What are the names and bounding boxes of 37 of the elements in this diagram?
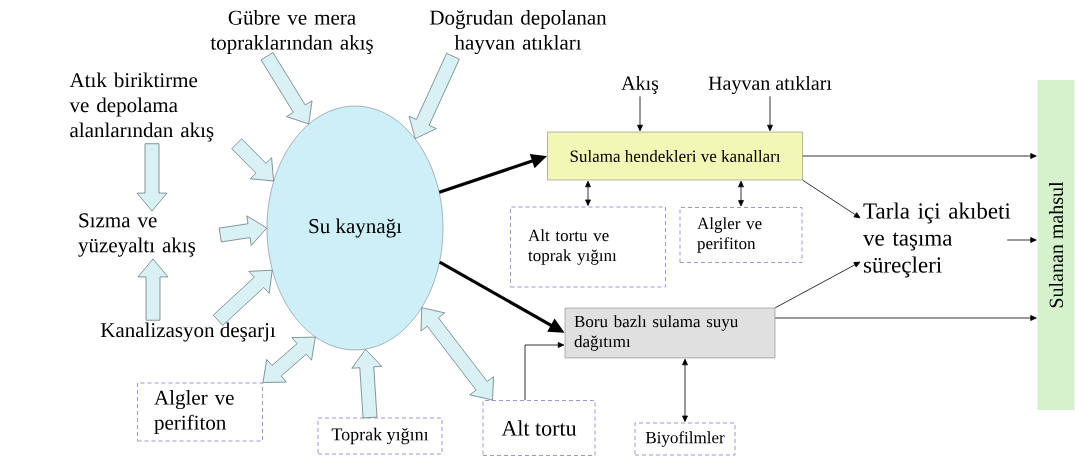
crop-band: Sulanan mahsul [1037, 80, 1075, 410]
dashed-box: Biyofilmler [634, 422, 736, 456]
block-arrow [137, 258, 169, 321]
block-arrow [231, 138, 274, 182]
block-arrow [212, 269, 273, 326]
double-block-arrow [262, 336, 316, 383]
dashed-box: Alt tortu ve toprak yığını [510, 206, 666, 288]
block-arrow [408, 53, 460, 140]
source-label: Akış [621, 75, 659, 95]
process-box: Boru bazlı sulama suyu dağıtımı [564, 307, 776, 359]
block-arrow [136, 143, 168, 212]
source-label: Hayvan atıkları [708, 75, 832, 95]
source-label: Sızma ve yüzeyaltı akış [78, 213, 196, 257]
double-arrow [738, 180, 744, 207]
source-label: Gübre ve mera topraklarından akış [210, 10, 373, 54]
dashed-box: Algler ve perifiton [679, 207, 803, 263]
dashed-box: Algler ve perifiton [137, 382, 263, 442]
dashed-box: Toprak yığını [317, 417, 443, 455]
arrow [524, 342, 565, 401]
source-label: Tarla içi akıbeti ve taşıma süreçleri [863, 202, 1011, 278]
arrow [802, 153, 1037, 159]
arrow [774, 315, 1037, 321]
double-block-arrow [420, 307, 494, 401]
block-arrow [218, 215, 268, 246]
arrow [802, 179, 861, 219]
block-arrow [351, 348, 383, 419]
process-box: Sulama hendekleri ve kanalları [547, 131, 803, 181]
source-label: Doğrudan depolanan hayvan atıkları [430, 9, 607, 55]
dashed-box: Alt tortu [482, 400, 596, 456]
arrow [774, 261, 861, 309]
arrow [637, 95, 643, 132]
block-arrow [260, 52, 313, 125]
arrow [1006, 237, 1037, 243]
double-arrow [585, 180, 591, 206]
source-label: Atık biriktirme ve depolama alanlarından akış [69, 72, 214, 142]
double-arrow [682, 358, 688, 422]
arrow [767, 95, 773, 132]
